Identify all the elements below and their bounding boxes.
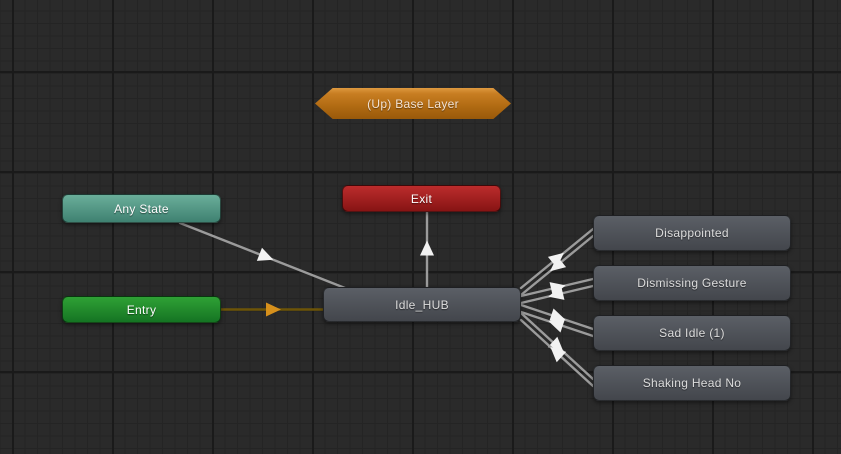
exit-node[interactable]: Exit — [342, 185, 501, 212]
transition-arrow-icon — [256, 247, 274, 261]
state-node-sad-idle-1[interactable]: Sad Idle (1) — [593, 315, 791, 351]
transition-shaking-head-no-to-idle-hub[interactable] — [519, 318, 595, 388]
state-label: Dismissing Gesture — [637, 276, 747, 290]
transition-dismissing-gesture-to-idle-hub[interactable] — [519, 284, 595, 305]
transition-arrow-icon — [550, 256, 567, 272]
up-base-layer-node[interactable]: (Up) Base Layer — [315, 88, 511, 119]
state-node-dismissing-gesture[interactable]: Dismissing Gesture — [593, 265, 791, 301]
transition-idle-hub-to-exit[interactable] — [420, 210, 434, 289]
idle-hub-node[interactable]: Idle_HUB — [323, 287, 521, 322]
transition-sad-idle-to-idle-hub[interactable] — [519, 310, 595, 338]
transition-any-state-to-idle-hub[interactable] — [178, 221, 352, 292]
transition-idle-hub-to-dismissing-gesture[interactable] — [519, 277, 595, 298]
any-state-label: Any State — [114, 201, 169, 216]
transition-arrow-icon — [550, 346, 567, 363]
state-label: Shaking Head No — [642, 376, 742, 390]
any-state-node[interactable]: Any State — [62, 194, 221, 223]
up-base-layer-label: (Up) Base Layer — [367, 96, 459, 111]
transition-arrow-icon — [548, 286, 565, 300]
transition-arrow-icon — [549, 308, 566, 322]
transition-arrow-icon — [548, 319, 565, 333]
state-node-shaking-head-no[interactable]: Shaking Head No — [593, 365, 791, 401]
exit-label: Exit — [410, 191, 433, 206]
transition-entry-to-idle-hub[interactable] — [219, 302, 325, 317]
state-label: Disappointed — [655, 226, 729, 240]
transition-arrow-icon — [549, 282, 566, 296]
idle-hub-label: Idle_HUB — [395, 297, 449, 312]
entry-node[interactable]: Entry — [62, 296, 221, 323]
state-label: Sad Idle (1) — [659, 326, 725, 340]
transition-arrow-icon — [266, 302, 281, 317]
transition-arrow-icon — [420, 240, 434, 256]
entry-label: Entry — [126, 302, 157, 317]
transition-idle-hub-to-sad-idle[interactable] — [519, 303, 595, 331]
transition-disappointed-to-idle-hub[interactable] — [519, 234, 595, 297]
state-node-disappointed[interactable]: Disappointed — [593, 215, 791, 251]
